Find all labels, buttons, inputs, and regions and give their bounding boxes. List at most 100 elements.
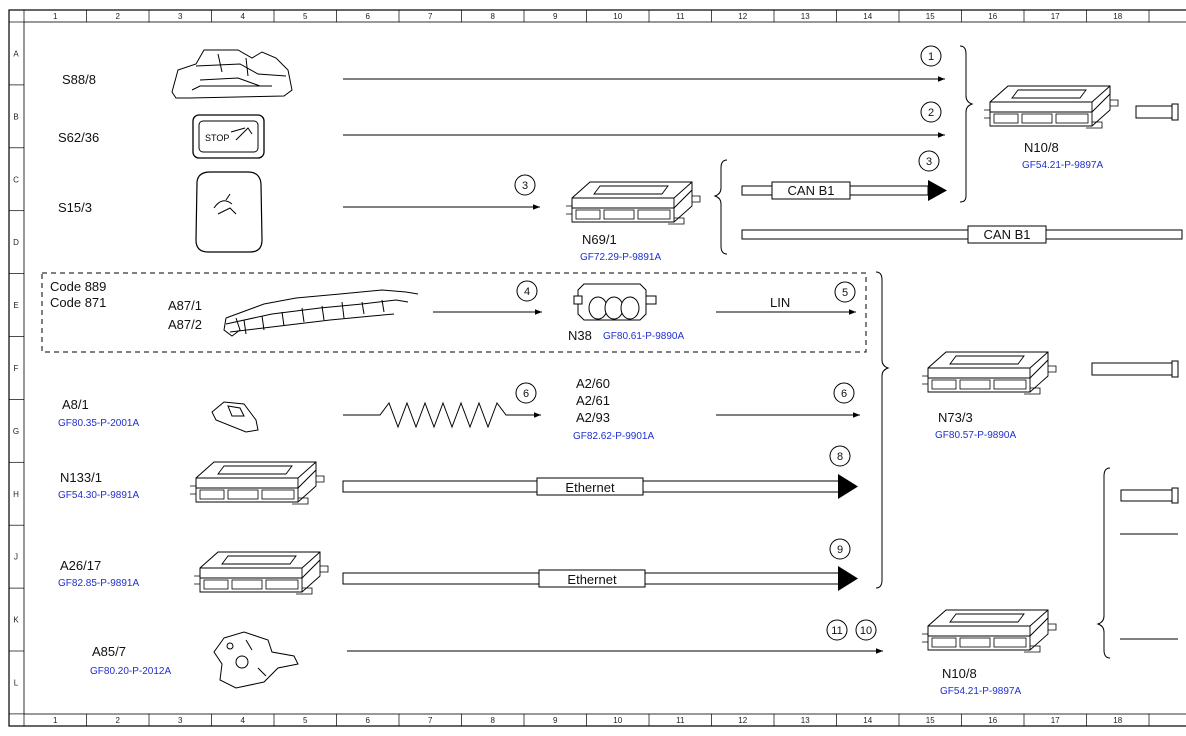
grid-col-bottom-14: 14 xyxy=(863,716,872,725)
label-a2-60: A2/60 xyxy=(576,376,610,391)
marker-6-right: 6 xyxy=(833,382,855,404)
can-bus-upper: CAN B1 xyxy=(741,180,947,201)
grid-col-top-6: 6 xyxy=(366,12,371,21)
grid-col-bottom-5: 5 xyxy=(303,716,308,725)
wireless-signal-a8 xyxy=(343,401,541,429)
grid-col-bottom-7: 7 xyxy=(428,716,433,725)
grid-col-bottom-18: 18 xyxy=(1113,716,1122,725)
grid-col-top-5: 5 xyxy=(303,12,308,21)
grid-col-top-14: 14 xyxy=(863,12,872,21)
grid-col-bottom-4: 4 xyxy=(241,716,246,725)
grid-col-bottom-10: 10 xyxy=(613,716,622,725)
ecu-n69-1 xyxy=(565,181,701,225)
marker-6-left: 6 xyxy=(515,382,537,404)
label-n10-8-bottom: N10/8 xyxy=(942,666,977,681)
marker-3-lower: 3 xyxy=(514,174,536,196)
ref-n10-8-bottom: GF54.21-P-9897A xyxy=(940,686,1021,697)
grid-ticks xyxy=(9,10,1150,726)
grid-col-top-16: 16 xyxy=(988,12,997,21)
key-fob-icon xyxy=(211,401,259,433)
grid-col-bottom-9: 9 xyxy=(553,716,558,725)
grid-col-bottom-11: 11 xyxy=(676,716,685,725)
sensor-strip-icon xyxy=(223,289,419,337)
grid-col-top-12: 12 xyxy=(738,12,747,21)
grid-col-top-8: 8 xyxy=(491,12,496,21)
brace-n10-top xyxy=(959,45,974,203)
svg-text:5: 5 xyxy=(842,287,848,299)
seat-switch-icon xyxy=(171,49,293,99)
grid-row-A: A xyxy=(13,49,19,58)
grid-row-B: B xyxy=(13,112,18,121)
ref-n73-3: GF80.57-P-9890A xyxy=(935,430,1016,441)
grid-col-top-3: 3 xyxy=(178,12,183,21)
svg-text:11: 11 xyxy=(831,625,842,637)
grid-col-top-1: 1 xyxy=(53,12,58,21)
grid-col-top-4: 4 xyxy=(241,12,246,21)
grid-col-bottom-15: 15 xyxy=(926,716,935,725)
marker-1: 1 xyxy=(920,45,942,67)
grid-row-E: E xyxy=(13,301,18,310)
label-a87-2: A87/2 xyxy=(168,317,202,332)
grid-row-H: H xyxy=(13,490,19,499)
svg-text:6: 6 xyxy=(841,388,847,400)
grid-col-top-11: 11 xyxy=(676,12,685,21)
label-code-871: Code 871 xyxy=(50,295,106,310)
svg-text:3: 3 xyxy=(926,156,932,168)
grid-col-top-17: 17 xyxy=(1051,12,1060,21)
grid-col-top-18: 18 xyxy=(1113,12,1122,21)
tailgate-button-icon xyxy=(195,171,263,253)
stop-switch-text: STOP xyxy=(205,133,229,143)
grid-row-D: D xyxy=(13,238,19,247)
grid-row-G: G xyxy=(13,427,19,436)
stop-switch-icon: STOP xyxy=(192,114,265,159)
grid-col-top-9: 9 xyxy=(553,12,558,21)
grid-col-bottom-13: 13 xyxy=(801,716,810,725)
label-n69-1: N69/1 xyxy=(582,232,617,247)
grid-col-top-13: 13 xyxy=(801,12,810,21)
grid-row-F: F xyxy=(14,364,19,373)
svg-text:3: 3 xyxy=(522,180,528,192)
grid-col-bottom-12: 12 xyxy=(738,716,747,725)
label-n73-3: N73/3 xyxy=(938,410,973,425)
svg-text:1: 1 xyxy=(928,51,934,63)
marker-11: 11 xyxy=(826,619,848,641)
latch-icon xyxy=(213,631,299,689)
grid-col-top-10: 10 xyxy=(613,12,622,21)
lin-label: LIN xyxy=(770,295,790,310)
brace-right-bottom xyxy=(1096,467,1111,659)
svg-text:10: 10 xyxy=(860,625,872,637)
label-a2-93: A2/93 xyxy=(576,410,610,425)
ecu-n73-3 xyxy=(921,351,1057,395)
ref-a26-17: GF82.85-P-9891A xyxy=(58,578,139,589)
label-n10-8-top: N10/8 xyxy=(1024,140,1059,155)
grid-col-top-15: 15 xyxy=(926,12,935,21)
ref-n69-1: GF72.29-P-9891A xyxy=(580,252,661,263)
label-code-889: Code 889 xyxy=(50,279,106,294)
bus-stub-middle xyxy=(1091,360,1179,378)
ref-a8-1: GF80.35-P-2001A xyxy=(58,418,139,429)
marker-5: 5 xyxy=(834,281,856,303)
label-s62-36: S62/36 xyxy=(58,130,99,145)
ref-n133-1: GF54.30-P-9891A xyxy=(58,490,139,501)
ref-a2: GF82.62-P-9901A xyxy=(573,431,654,442)
marker-9: 9 xyxy=(829,538,851,560)
svg-text:9: 9 xyxy=(837,544,843,556)
marker-3-upper: 3 xyxy=(918,150,940,172)
marker-4: 4 xyxy=(516,280,538,302)
grid-col-top-7: 7 xyxy=(428,12,433,21)
brace-n73 xyxy=(875,271,890,589)
label-s88-8: S88/8 xyxy=(62,72,96,87)
ethernet-bus-upper: Ethernet xyxy=(342,474,858,499)
ecu-n133-1 xyxy=(189,461,325,505)
grid-col-bottom-2: 2 xyxy=(116,716,121,725)
can-label-1: CAN B1 xyxy=(788,183,835,198)
brace-n69 xyxy=(713,159,728,255)
label-a2-61: A2/61 xyxy=(576,393,610,408)
grid-row-C: C xyxy=(13,175,19,184)
svg-text:2: 2 xyxy=(928,107,934,119)
code-option-box xyxy=(41,272,867,353)
ecu-a26-17 xyxy=(193,551,329,595)
label-a87-1: A87/1 xyxy=(168,298,202,313)
inner-frame xyxy=(23,21,1186,715)
